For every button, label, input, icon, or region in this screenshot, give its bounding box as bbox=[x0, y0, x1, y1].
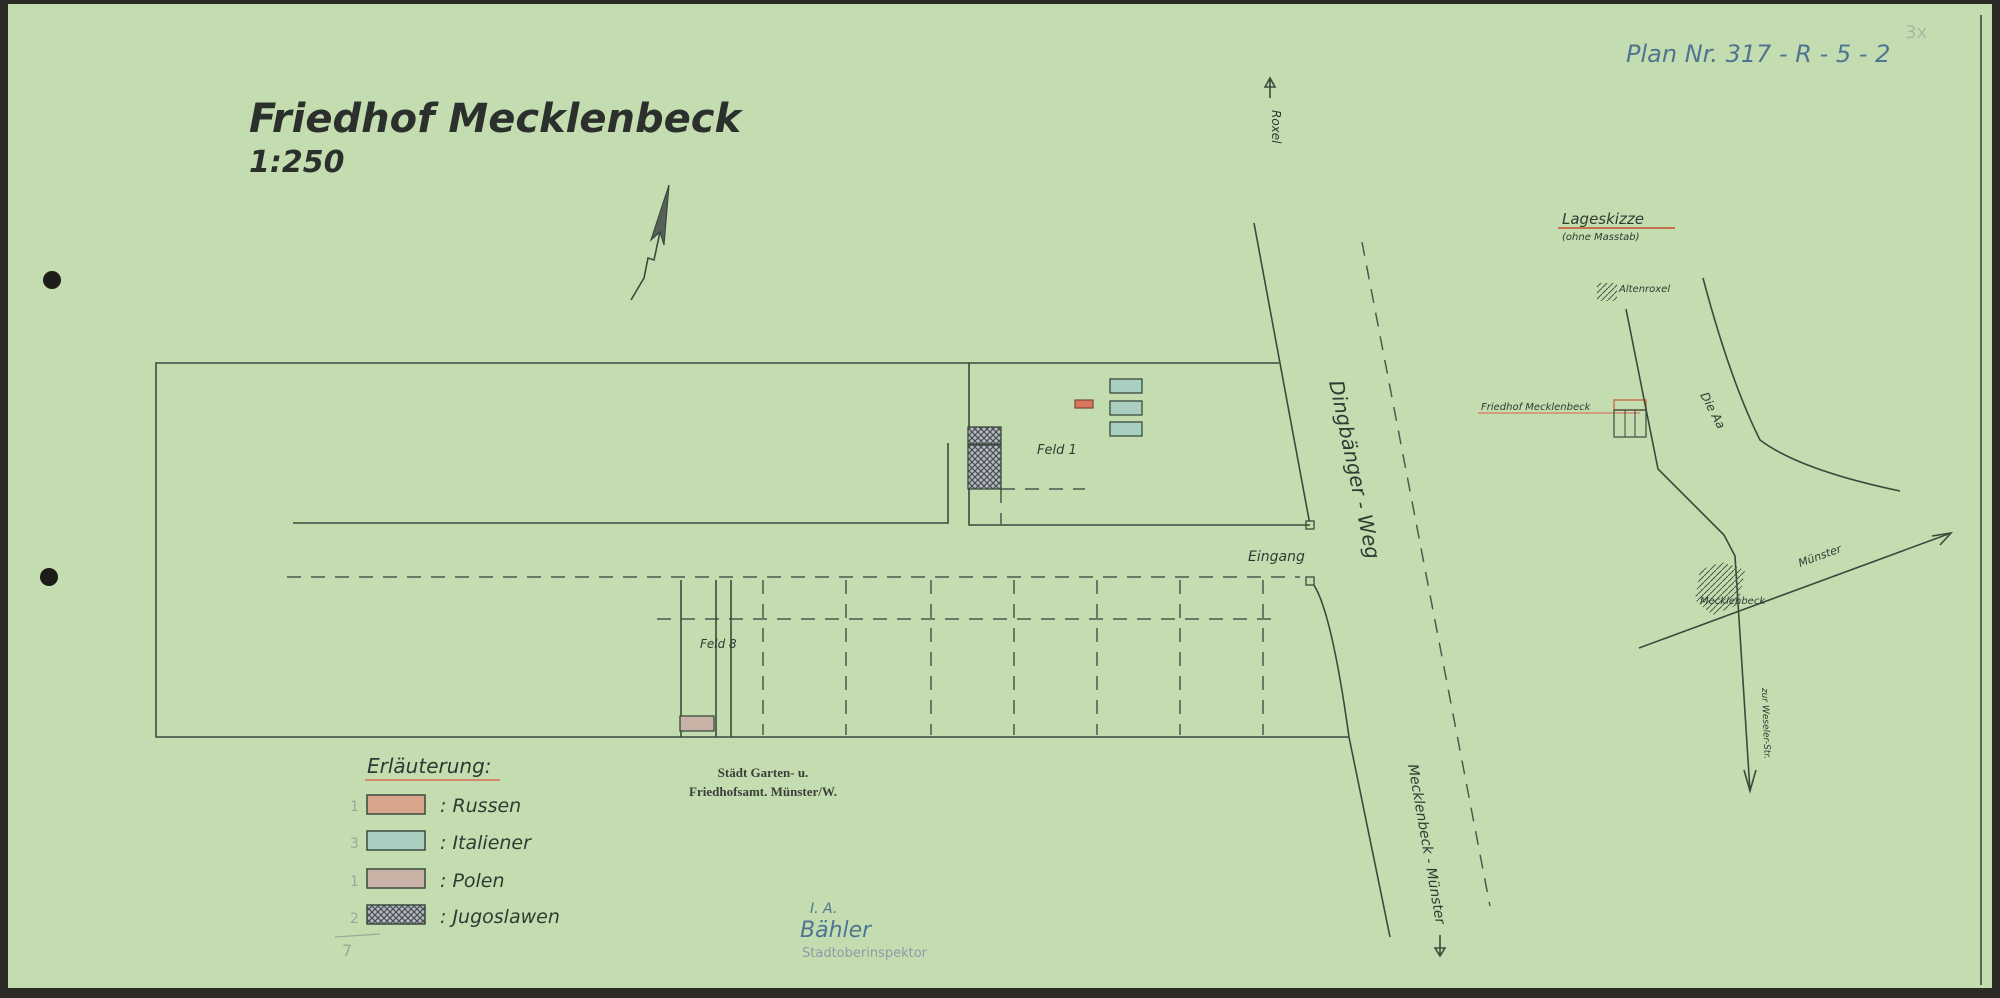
legend: Erläuterung: 1 : Russen 3 : Italiener 1 … bbox=[334, 754, 560, 960]
grave-italiener bbox=[1109, 400, 1143, 416]
field1-label: Feld 1 bbox=[1037, 443, 1077, 458]
mecklenbeck-hatch-icon bbox=[1695, 562, 1745, 615]
cemetery-outline bbox=[155, 222, 1491, 938]
punch-hole bbox=[40, 568, 58, 586]
legend-heading: Erläuterung: bbox=[367, 754, 492, 778]
legend-item-polen: 1 : Polen bbox=[350, 868, 505, 892]
stamp-line1: Städt Garten- u. bbox=[718, 765, 809, 780]
legend-item-jugoslawen: 2 : Jugoslawen bbox=[350, 904, 560, 928]
legend-count: 1 bbox=[350, 874, 359, 890]
entrance-label: Eingang bbox=[1248, 549, 1305, 565]
gate-post bbox=[1305, 576, 1315, 586]
legend-label: : Italiener bbox=[440, 832, 532, 854]
sketch-subheading: (ohne Masstab) bbox=[1562, 232, 1640, 243]
cemetery-location-label: Friedhof Mecklenbeck bbox=[1481, 402, 1592, 413]
north-arrow-icon bbox=[630, 184, 670, 301]
grave-polen bbox=[679, 715, 715, 732]
road-label: Dingbänger - Weg bbox=[1324, 378, 1385, 561]
corner-mark: 3x bbox=[1905, 22, 1927, 43]
legend-count: 1 bbox=[350, 799, 359, 815]
altenroxel-label: Altenroxel bbox=[1618, 284, 1670, 295]
grave-italiener bbox=[1109, 421, 1143, 437]
road-south-label: Mecklenbeck - Münster bbox=[1404, 763, 1448, 927]
muenster-label: Münster bbox=[1797, 542, 1845, 570]
signature: Bähler bbox=[800, 918, 873, 943]
legend-total: 7 bbox=[342, 941, 352, 960]
grave-jugoslawen bbox=[967, 444, 1002, 490]
sketch-heading: Lageskizze bbox=[1562, 210, 1644, 228]
field8-label: Feld 8 bbox=[700, 637, 737, 651]
location-sketch: Lageskizze (ohne Masstab) Altenroxel Fri… bbox=[1478, 210, 1954, 794]
legend-label: : Russen bbox=[440, 795, 521, 817]
river-label: Die Aa bbox=[1697, 390, 1728, 431]
legend-label: : Polen bbox=[440, 870, 505, 892]
legend-count: 3 bbox=[350, 836, 359, 852]
plan-number: Plan Nr. 317 - R - 5 - 2 bbox=[1626, 40, 1890, 68]
punch-hole bbox=[43, 271, 61, 289]
cemetery-building-icon bbox=[1613, 399, 1647, 438]
weseler-label: zur Weseler-Str. bbox=[1759, 687, 1772, 759]
plan-sheet bbox=[8, 4, 1992, 988]
stamp-ia: I. A. bbox=[810, 901, 837, 917]
arrow-down-icon bbox=[1433, 935, 1447, 958]
stamp-role: Stadtoberinspektor bbox=[802, 946, 928, 961]
village-label: Mecklenbeck bbox=[1700, 596, 1766, 607]
roxel-label: Roxel bbox=[1269, 110, 1283, 144]
plan-title: Friedhof Mecklenbeck bbox=[249, 96, 743, 142]
plan-scale: 1:250 bbox=[249, 145, 345, 180]
legend-label: : Jugoslawen bbox=[440, 906, 560, 928]
grave-jugoslawen bbox=[967, 426, 1002, 445]
stamp-line2: Friedhofsamt. Münster/W. bbox=[689, 784, 837, 799]
legend-item-russen: 1 : Russen bbox=[350, 794, 521, 817]
grave-russen bbox=[1074, 399, 1094, 409]
village-hatch-icon bbox=[1597, 283, 1617, 301]
grave-italiener bbox=[1109, 378, 1143, 394]
arrow-up-icon bbox=[1263, 76, 1277, 98]
legend-count: 2 bbox=[350, 911, 359, 927]
legend-item-italiener: 3 : Italiener bbox=[350, 830, 532, 854]
